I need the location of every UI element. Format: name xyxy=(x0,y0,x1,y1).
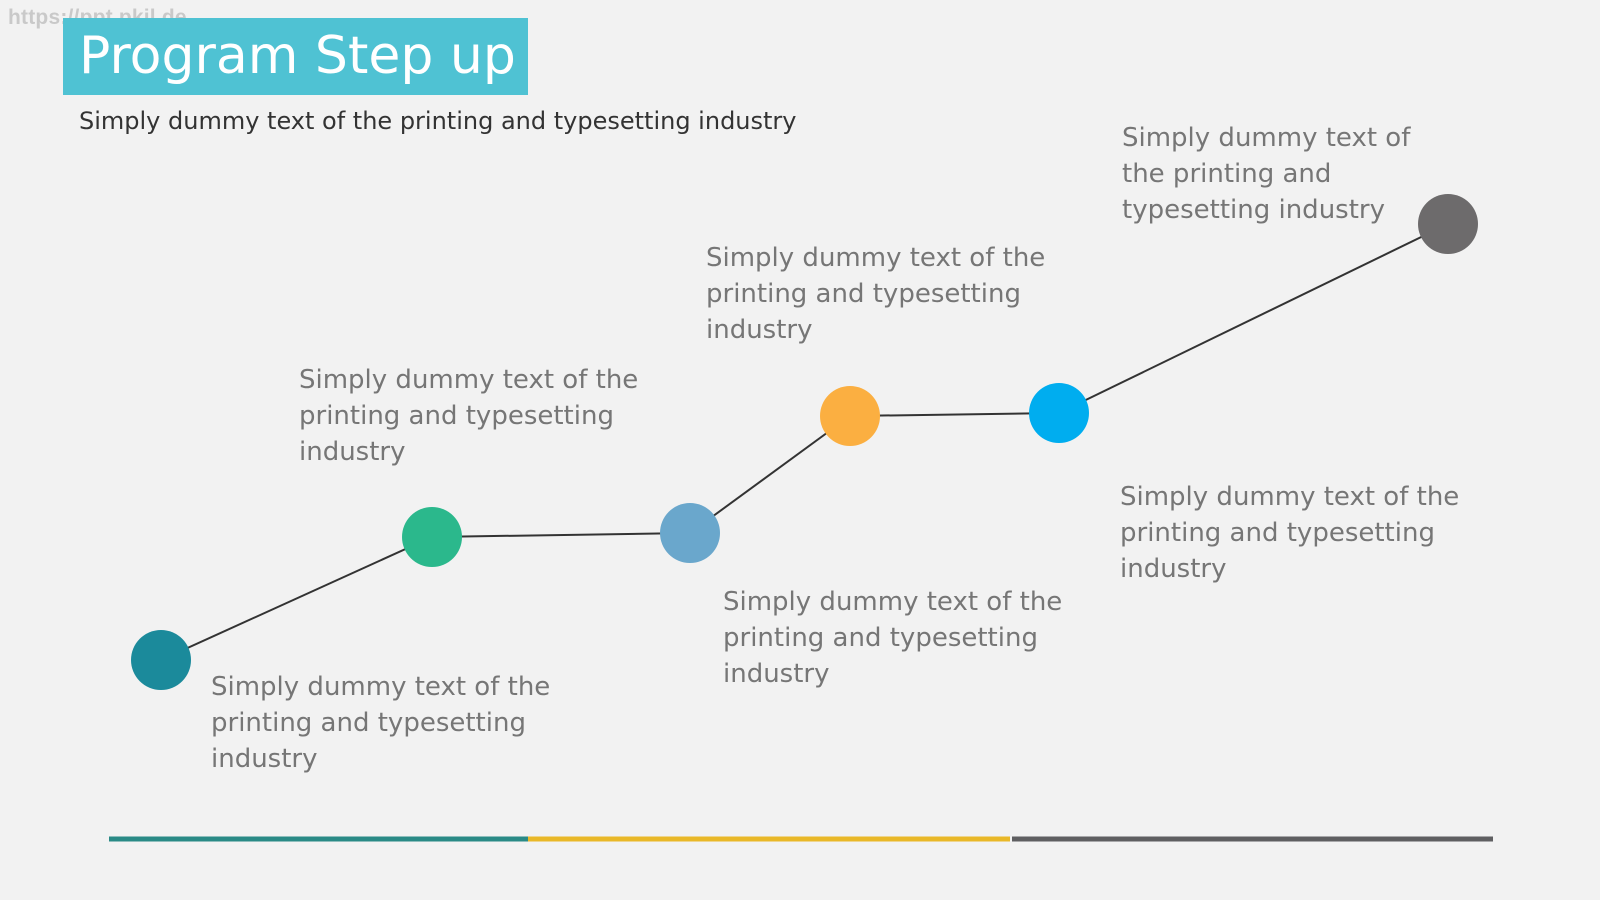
step-4-label-line-3: industry xyxy=(706,315,813,345)
step-4-node xyxy=(820,386,880,446)
step-5-label-line-1: Simply dummy text of the xyxy=(1120,482,1460,512)
step-4-label-line-1: Simply dummy text of the xyxy=(706,243,1046,273)
step-2-label-line-1: Simply dummy text of the xyxy=(299,365,639,395)
step-3-label-line-3: industry xyxy=(723,659,830,689)
step-3-label-line-2: printing and typesetting xyxy=(723,623,1038,653)
page-subtitle: Simply dummy text of the printing and ty… xyxy=(79,107,797,135)
step-1-label-line-1: Simply dummy text of the xyxy=(211,672,551,702)
title-banner: Program Step up xyxy=(63,18,528,95)
connector-line-2 xyxy=(431,532,691,538)
step-5-node xyxy=(1029,383,1089,443)
step-6-node xyxy=(1418,194,1478,254)
connector-line-5 xyxy=(1058,223,1449,414)
step-6-label-line-3: typesetting industry xyxy=(1122,195,1385,225)
step-1-node xyxy=(131,630,191,690)
step-2-label: Simply dummy text of the printing and ty… xyxy=(299,362,638,470)
step-6-label-line-1: Simply dummy text of xyxy=(1122,123,1411,153)
step-6-label: Simply dummy text of the printing and ty… xyxy=(1122,120,1410,228)
connector-line-4 xyxy=(849,412,1060,417)
step-nodes xyxy=(131,194,1478,690)
step-2-label-line-2: printing and typesetting xyxy=(299,401,614,431)
step-4-label: Simply dummy text of the printing and ty… xyxy=(706,240,1045,348)
step-3-node xyxy=(660,503,720,563)
connector-line-3 xyxy=(689,415,851,534)
step-3-label-line-1: Simply dummy text of the xyxy=(723,587,1063,617)
step-1-label-line-3: industry xyxy=(211,744,318,774)
step-2-label-line-3: industry xyxy=(299,437,406,467)
step-6-label-line-2: the printing and xyxy=(1122,159,1332,189)
step-1-label-line-2: printing and typesetting xyxy=(211,708,526,738)
step-5-label-line-3: industry xyxy=(1120,554,1227,584)
step-5-label: Simply dummy text of the printing and ty… xyxy=(1120,479,1459,587)
step-2-node xyxy=(402,507,462,567)
connector-line-1 xyxy=(160,536,433,661)
page-title: Program Step up xyxy=(79,26,516,86)
step-connectors xyxy=(160,223,1449,661)
step-4-label-line-2: printing and typesetting xyxy=(706,279,1021,309)
step-5-label-line-2: printing and typesetting xyxy=(1120,518,1435,548)
step-1-label: Simply dummy text of the printing and ty… xyxy=(211,669,550,777)
step-3-label: Simply dummy text of the printing and ty… xyxy=(723,584,1062,692)
